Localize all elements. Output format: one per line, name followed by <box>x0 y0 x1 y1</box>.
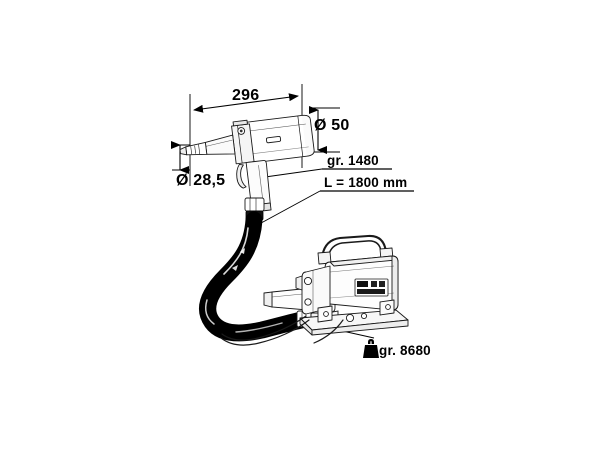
tool-exhaust-slot <box>265 135 282 144</box>
pump-handle-outer <box>320 234 388 259</box>
pump-port-upper <box>303 276 313 286</box>
dimension-lines <box>171 84 340 186</box>
pump-cable-2 <box>220 319 310 346</box>
pump-nameplate <box>354 278 389 297</box>
dimension-label-diameter-50: Ø 50 <box>314 117 350 134</box>
tool-trigger <box>236 164 247 189</box>
tool-nose-thread-1 <box>190 146 192 155</box>
pump-handle-inner <box>327 240 382 259</box>
pump-base-fitting-small <box>360 312 368 320</box>
leader-line-tool-weight <box>257 168 323 179</box>
pump-body-line-1 <box>329 265 395 273</box>
hydraulic-hose <box>199 197 315 342</box>
dimension-label-diameter-28-5: Ø 28,5 <box>176 172 226 189</box>
dimension-arrow-296 <box>193 93 299 113</box>
pump-base-fitting <box>345 313 355 323</box>
pump-cable-1 <box>221 315 307 341</box>
pump-nameplate-logo <box>357 281 368 287</box>
pump-nameplate-mark-2 <box>379 281 385 287</box>
weight-icon-handle <box>368 339 374 344</box>
weight-icon <box>363 339 379 358</box>
pump-nameplate-textblock <box>357 289 385 294</box>
hose-highlight-1 <box>223 227 249 275</box>
tool-barrel-highlight <box>247 123 306 132</box>
leader-line-hose-length <box>251 190 321 229</box>
tool-nose-thread-3 <box>198 144 201 155</box>
tool-barrel-shade <box>250 146 309 155</box>
tool-nose-thread-2 <box>194 145 196 154</box>
hose-highlight-2 <box>204 299 215 325</box>
pump-nameplate-mark-1 <box>371 281 377 287</box>
tool-front-shaft <box>204 134 236 155</box>
pump-foot-bolt-right <box>385 304 391 310</box>
pump-base-plate-edge-front <box>311 319 409 336</box>
pump-cables <box>220 315 344 346</box>
pump-port-lower <box>304 298 312 306</box>
tool-front-shaft-highlight <box>205 139 233 147</box>
dimension-label-296: 296 <box>232 87 260 104</box>
cylinder-end-cap <box>263 291 273 308</box>
tool-top-plate <box>232 119 248 127</box>
annotation-pump-weight: gr. 8680 <box>379 343 431 358</box>
hose-ferrule-top <box>244 197 265 212</box>
motor-pump-unit <box>295 234 409 336</box>
pump-side-boss <box>295 275 303 291</box>
weight-icon-body <box>363 345 379 358</box>
tool-barrel-seam-1 <box>297 115 304 157</box>
hose-body <box>199 211 315 342</box>
pump-foot-bolt-left <box>323 311 329 317</box>
hose-sheen-mark-1 <box>240 248 245 254</box>
pump-cable-3 <box>313 319 344 344</box>
hose-sheen-mark-2 <box>232 265 238 271</box>
hose-highlight-3 <box>235 322 283 333</box>
annotation-hose-length: L = 1800 mm <box>324 175 408 190</box>
tool-air-port-hole <box>239 129 243 133</box>
tool-rear-cap <box>301 114 315 157</box>
tool-tip <box>179 146 188 156</box>
hand-tool <box>179 114 315 213</box>
annotation-tool-weight: gr. 1480 <box>327 153 379 168</box>
